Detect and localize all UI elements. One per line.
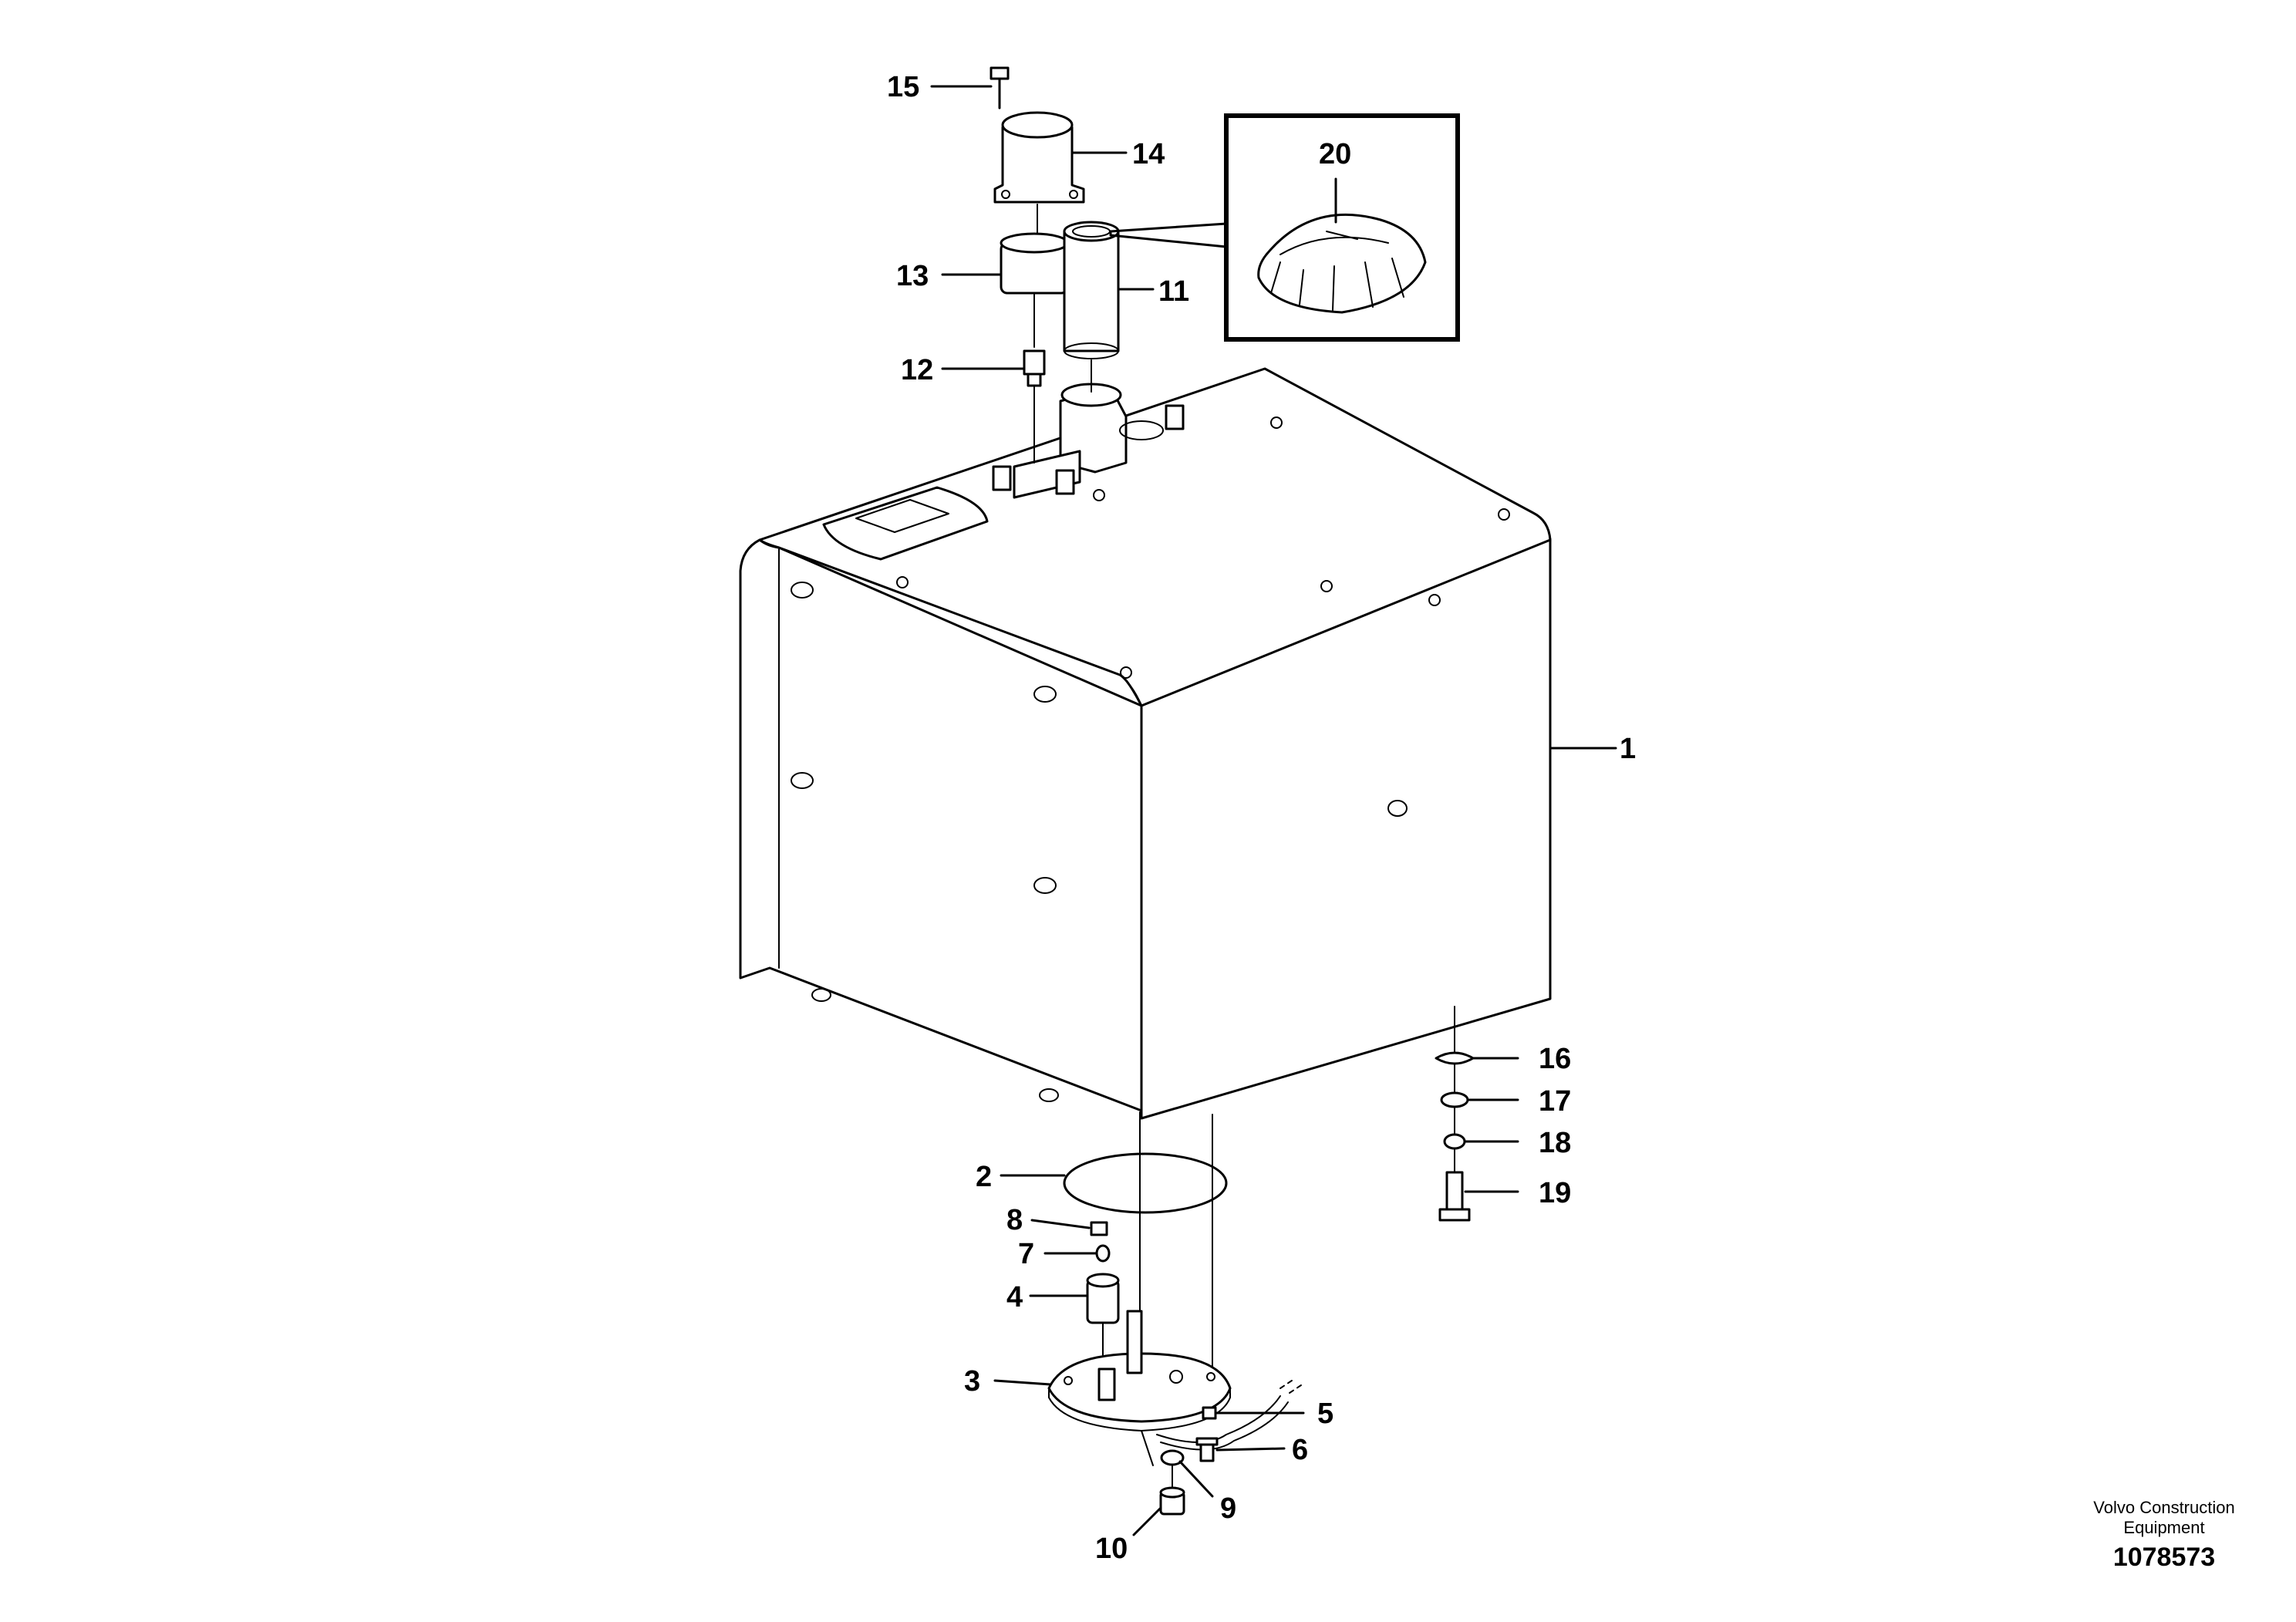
filter-13 (1000, 232, 1069, 295)
callout-17: 17 (1539, 1085, 1571, 1118)
callout-2: 2 (976, 1161, 992, 1193)
plug-8 (1090, 1221, 1108, 1236)
footer-block: Volvo Construction Equipment 1078573 (2093, 1498, 2234, 1572)
callout-14: 14 (1132, 138, 1165, 170)
bolt-15 (990, 66, 1010, 110)
detail-box-20 (1224, 113, 1460, 342)
callout-19: 19 (1539, 1177, 1571, 1209)
callout-labels: 15 14 20 13 11 12 1 16 17 18 19 2 8 7 4 … (887, 71, 1636, 1565)
callout-6: 6 (1292, 1434, 1308, 1466)
callout-20: 20 (1319, 138, 1351, 170)
washer-18 (1443, 1133, 1466, 1150)
callout-7: 7 (1018, 1238, 1034, 1270)
fuel-tank (739, 367, 1552, 1120)
screw-6 (1195, 1437, 1219, 1462)
drain-plug-10 (1159, 1486, 1185, 1516)
leader-lines (930, 85, 1617, 1536)
callout-8: 8 (1006, 1204, 1023, 1236)
filter-housing-14 (993, 111, 1085, 204)
callout-16: 16 (1539, 1043, 1571, 1075)
brand-line-1: Volvo Construction (2093, 1498, 2234, 1517)
brand-line-2: Equipment (2123, 1518, 2204, 1537)
callout-12: 12 (901, 354, 933, 386)
callout-10: 10 (1095, 1533, 1128, 1565)
flange-plate-3 (1047, 1310, 1232, 1466)
callout-15: 15 (887, 71, 919, 103)
callout-9: 9 (1220, 1492, 1236, 1525)
lock-washer-16 (1435, 1051, 1475, 1065)
strainer-11 (1063, 221, 1120, 359)
sensor-4 (1086, 1273, 1120, 1324)
o-ring-2 (1063, 1152, 1228, 1214)
callout-1: 1 (1620, 733, 1636, 765)
washer-17 (1440, 1091, 1469, 1108)
callout-18: 18 (1539, 1127, 1571, 1159)
fitting-12 (1023, 349, 1046, 387)
bolt-19 (1438, 1171, 1471, 1222)
callout-13: 13 (896, 260, 929, 292)
callout-5: 5 (1317, 1398, 1333, 1430)
callout-3: 3 (964, 1365, 980, 1398)
screw-5 (1202, 1406, 1217, 1420)
doc-number: 1078573 (2113, 1543, 2215, 1572)
callout-11: 11 (1158, 275, 1189, 308)
callout-4: 4 (1006, 1281, 1023, 1313)
ring-7 (1095, 1244, 1111, 1263)
